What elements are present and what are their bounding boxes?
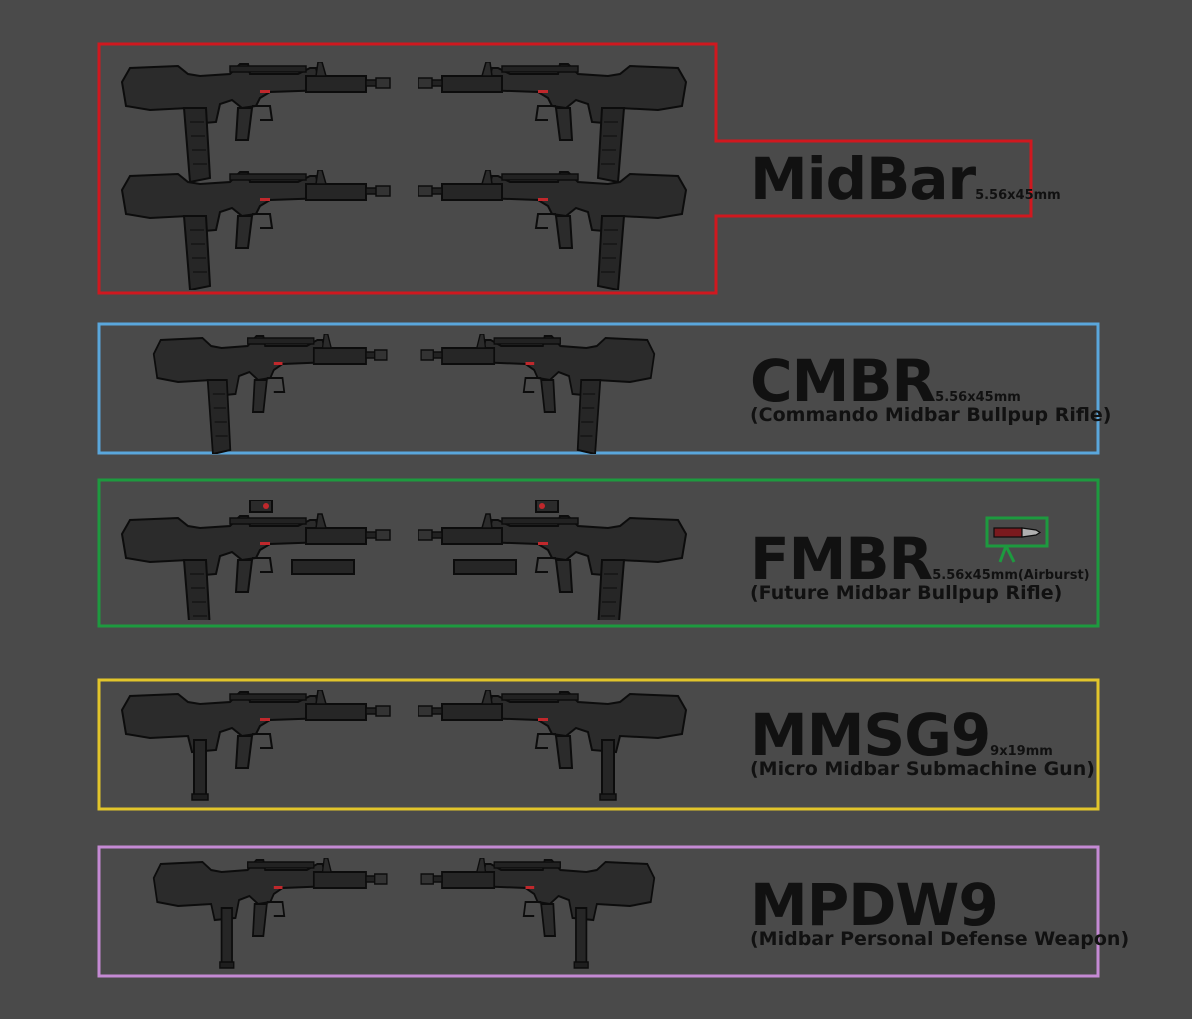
mmsg9-gun-1 <box>121 690 391 801</box>
cmbr-label: CMBR5.56x45mm (Commando Midbar Bullpup R… <box>750 352 1112 425</box>
mmsg9-gun-2 <box>418 690 687 801</box>
fmbr-gun-2 <box>418 500 687 620</box>
midbar-frame <box>97 42 1033 295</box>
mmsg9-label: MMSG99x19mm (Micro Midbar Submachine Gun… <box>750 706 1095 779</box>
mpdw9-label: MPDW9 (Midbar Personal Defense Weapon) <box>750 876 1129 949</box>
mmsg9-subtitle: (Micro Midbar Submachine Gun) <box>750 758 1095 780</box>
midbar-title: MidBar <box>750 145 976 213</box>
mmsg9-frame <box>97 678 1100 811</box>
cmbr-title: CMBR <box>750 347 936 415</box>
airburst-round-icon <box>985 516 1049 563</box>
midbar-label: MidBar5.56x45mm <box>750 150 1061 208</box>
cmbr-subtitle: (Commando Midbar Bullpup Rifle) <box>750 404 1112 426</box>
fmbr-title: FMBR <box>750 525 933 593</box>
fmbr-label: FMBR5.56x45mm(Airburst) (Future Midbar B… <box>750 530 1090 603</box>
fmbr-caliber: 5.56x45mm(Airburst) <box>932 568 1090 583</box>
midbar-gun-1 <box>121 62 391 182</box>
cmbr-gun-1 <box>152 334 388 454</box>
fmbr-gun-1 <box>121 500 391 620</box>
mmsg9-caliber: 9x19mm <box>990 744 1053 759</box>
midbar-gun-2 <box>418 62 687 182</box>
mpdw9-gun-1 <box>152 858 388 969</box>
fmbr-frame <box>97 478 1100 628</box>
midbar-gun-3 <box>121 170 391 290</box>
fmbr-subtitle: (Future Midbar Bullpup Rifle) <box>750 582 1063 604</box>
mpdw9-frame <box>97 845 1100 978</box>
cmbr-frame <box>97 322 1100 455</box>
mpdw9-title: MPDW9 <box>750 871 999 939</box>
mmsg9-title: MMSG9 <box>750 701 991 769</box>
mpdw9-subtitle: (Midbar Personal Defense Weapon) <box>750 928 1130 950</box>
midbar-gun-4 <box>418 170 687 290</box>
mpdw9-gun-2 <box>420 858 656 969</box>
midbar-caliber: 5.56x45mm <box>975 188 1061 203</box>
cmbr-gun-2 <box>420 334 656 454</box>
cmbr-caliber: 5.56x45mm <box>935 390 1021 405</box>
